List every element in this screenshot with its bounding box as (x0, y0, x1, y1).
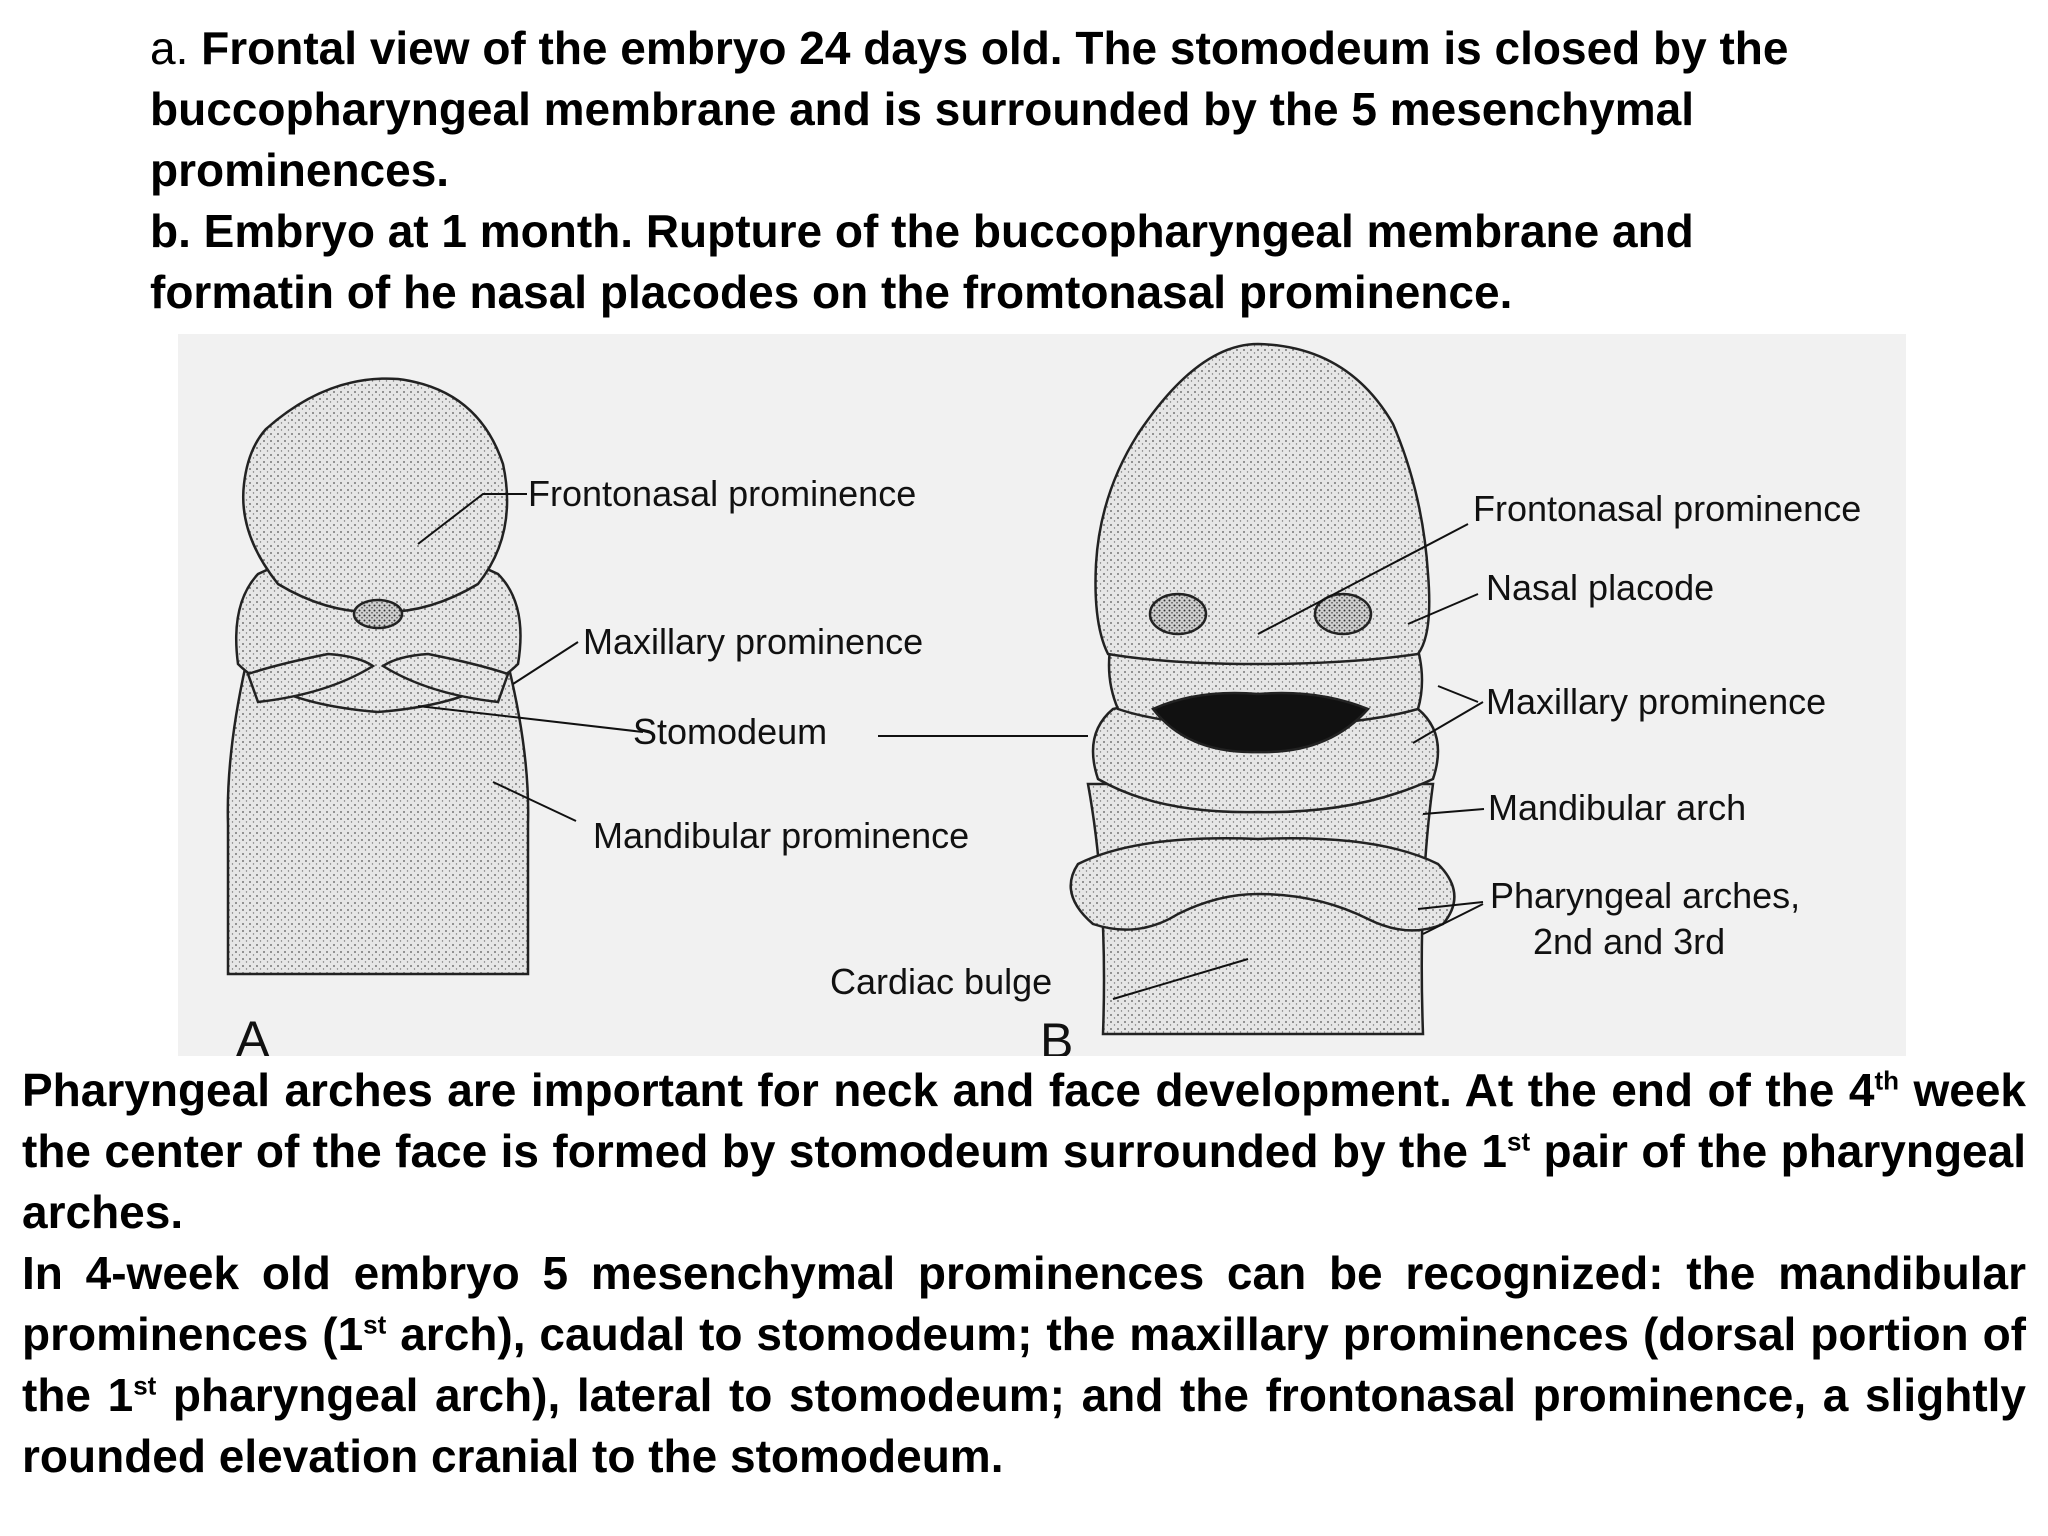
embryo-a (226, 377, 530, 976)
panel-a-letter: A (236, 1011, 270, 1056)
p1-part-b: week the center of the face is formed by… (22, 1064, 2027, 1177)
label-b-pharyngeal-1: Pharyngeal arches, (1490, 875, 1801, 916)
p1-sup-1: th (1874, 1065, 1899, 1096)
panel-b-letter: B (1040, 1013, 1074, 1056)
label-b-mandibular: Mandibular arch (1488, 787, 1747, 828)
caption-a-prefix: a. (150, 22, 189, 74)
figure-caption: a. Frontal view of the embryo 24 days ol… (150, 18, 1850, 323)
embryo-drawing (226, 342, 1485, 1036)
leader-lines (417, 493, 1485, 1000)
p2-part-b: arch), caudal to stomodeum; the maxillar… (22, 1308, 2027, 1421)
p2-sup-2: st (133, 1370, 157, 1401)
label-b-frontonasal: Frontonasal prominence (1473, 488, 1862, 529)
label-b-nasal-placode: Nasal placode (1486, 567, 1715, 608)
paragraph-2: In 4-week old embryo 5 mesenchymal promi… (22, 1243, 2026, 1487)
p2-sup-1: st (363, 1309, 387, 1340)
label-b-maxillary: Maxillary prominence (1486, 681, 1827, 722)
label-a-frontonasal: Frontonasal prominence (528, 473, 917, 514)
caption-b: b. Embryo at 1 month. Rupture of the buc… (150, 205, 1694, 318)
label-a-stomodeum: Stomodeum (633, 711, 828, 752)
embryo-illustration: Frontonasal prominence Maxillary promine… (178, 334, 1906, 1056)
label-b-pharyngeal-2: 2nd and 3rd (1533, 921, 1726, 962)
body-text: Pharyngeal arches are important for neck… (22, 1060, 2026, 1487)
caption-a: a. Frontal view of the embryo 24 days ol… (150, 18, 1850, 201)
p1-part-a: Pharyngeal arches are important for neck… (22, 1064, 1875, 1116)
p1-part-c: pair of the pharyngeal arches. (22, 1125, 2026, 1238)
embryo-b (1069, 342, 1456, 1036)
p1-sup-2: st (1507, 1126, 1531, 1157)
paragraph-1: Pharyngeal arches are important for neck… (22, 1060, 2026, 1243)
caption-a-text: Frontal view of the embryo 24 days old. … (150, 22, 1789, 196)
label-b-cardiac-bulge: Cardiac bulge (830, 961, 1053, 1002)
label-a-mandibular: Mandibular prominence (593, 815, 970, 856)
p2-part-c: pharyngeal arch), lateral to stomodeum; … (22, 1369, 2026, 1482)
label-a-maxillary: Maxillary prominence (583, 621, 924, 662)
p2-part-a: In 4-week old embryo 5 mesenchymal promi… (22, 1247, 2026, 1360)
